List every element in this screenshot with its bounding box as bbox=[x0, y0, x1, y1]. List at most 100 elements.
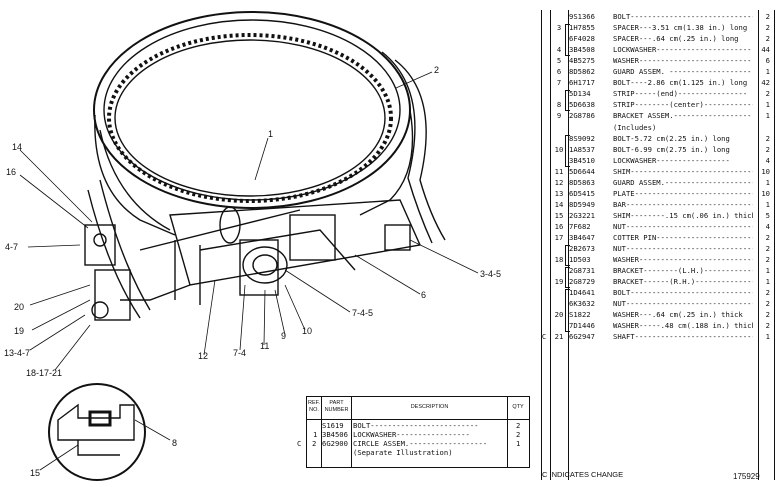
parts-list-description: BOLT--------------------------------- bbox=[613, 12, 753, 21]
parts-list-description: BRACKET--------(L.H.)-------------- bbox=[613, 266, 753, 276]
parts-list-description: LOCKWASHER---------------------- bbox=[613, 45, 752, 55]
change-indicator-note: C INDICATES CHANGE bbox=[542, 470, 624, 479]
parts-list-qty: 2 bbox=[765, 133, 770, 143]
group-bracket bbox=[565, 134, 570, 167]
parts-list-part-number: 1D503 bbox=[569, 255, 591, 265]
parts-list-ref-no: 12 bbox=[554, 177, 564, 187]
parts-list-qty: 2 bbox=[765, 23, 770, 33]
parts-list-description: WASHER---.64 cm(.25 in.) thick bbox=[613, 310, 743, 320]
parts-list-description: STRIP-----(end)---------------- bbox=[613, 89, 748, 99]
callout-13-4-7: 13-4-7 bbox=[4, 348, 30, 358]
callout-3-4-5: 3-4-5 bbox=[480, 269, 501, 279]
parts-list-description: GUARD ASSEM.--------------------- bbox=[613, 177, 753, 187]
subtable-header-qty: QTY bbox=[512, 404, 524, 410]
parts-list-ref-no: 17 bbox=[554, 233, 564, 242]
parts-list-change-flag: C bbox=[541, 332, 547, 342]
parts-list-ref-no: 14 bbox=[554, 199, 564, 209]
parts-list-qty: 2 bbox=[765, 244, 770, 254]
parts-list-description: BAR---------------------------------- bbox=[613, 199, 753, 209]
parts-list-part-number: S1822 bbox=[569, 310, 591, 320]
parts-list-ref-no: 15 bbox=[554, 210, 564, 220]
callout-2: 2 bbox=[434, 65, 439, 75]
parts-list-description: SHIM------------------------------- bbox=[613, 166, 753, 176]
parts-list-part-number: 6G2947 bbox=[569, 332, 595, 342]
parts-list-qty: 2 bbox=[765, 299, 770, 309]
parts-list-qty: 1 bbox=[765, 111, 770, 121]
parts-list-part-number: 4B5275 bbox=[569, 56, 595, 66]
group-bracket bbox=[565, 24, 570, 57]
callout-8: 8 bbox=[172, 438, 177, 448]
parts-list-qty: 1 bbox=[765, 266, 770, 276]
callout-9: 9 bbox=[281, 331, 286, 341]
parts-list-part-number: 6K3632 bbox=[569, 299, 595, 309]
parts-list-description: BOLT----2.86 cm(1.125 in.) long bbox=[613, 78, 748, 88]
subtable-row: 1 3B4506 LOCKWASHER----------------- 2 bbox=[313, 430, 521, 439]
parts-list-description: SHAFT------------------------------- bbox=[613, 332, 753, 342]
parts-list-part-number: 7F682 bbox=[569, 221, 591, 231]
parts-list-qty: 1 bbox=[765, 277, 770, 287]
callout-6: 6 bbox=[421, 290, 426, 300]
parts-list-description: LOCKWASHER----------------- bbox=[613, 155, 730, 165]
parts-list-row: (Includes) bbox=[542, 123, 774, 133]
parts-list-description: BOLT-6.99 cm(2.75 in.) long bbox=[613, 144, 730, 154]
figure-number: 175929 bbox=[733, 472, 760, 481]
parts-list-row: 2B2673NUT-------------------------------… bbox=[542, 244, 774, 254]
parts-list-ref-no: 10 bbox=[554, 144, 564, 154]
subtable-header: REF. NO. PART NUMBER DESCRIPTION QTY bbox=[307, 397, 529, 420]
callout-12: 12 bbox=[198, 351, 208, 361]
subtable-row: C 2 6G2900 CIRCLE ASSEM.----------------… bbox=[297, 439, 521, 448]
parts-list-ref-no: 16 bbox=[554, 221, 564, 231]
parts-list-qty: 2 bbox=[765, 321, 770, 331]
group-bracket bbox=[565, 267, 570, 289]
reference-subtable: REF. NO. PART NUMBER DESCRIPTION QTY S16… bbox=[297, 396, 530, 468]
parts-list-description: BOLT-5.72 cm(2.25 in.) long bbox=[613, 133, 730, 143]
parts-list-description: NUT----------------------------------- bbox=[613, 244, 753, 254]
parts-list-qty: 10 bbox=[761, 166, 770, 176]
parts-list-description: SPACER---3.51 cm(1.38 in.) long bbox=[613, 23, 748, 33]
callout-14: 14 bbox=[12, 142, 22, 152]
parts-list-ref-no: 3 bbox=[556, 23, 562, 33]
parts-list-part-number: 6H1717 bbox=[569, 78, 595, 88]
subtable-row: S1619 BOLT------------------------- 2 bbox=[322, 421, 521, 430]
parts-list-part-number: 3B4508 bbox=[569, 45, 595, 55]
parts-list-qty: 1 bbox=[765, 100, 770, 110]
callout-19: 19 bbox=[14, 326, 24, 336]
parts-list-qty: 1 bbox=[765, 199, 770, 209]
parts-list-description: BOLT---------------------------------- bbox=[613, 288, 753, 298]
parts-list-part-number: 3B4510 bbox=[569, 155, 595, 165]
parts-list-ref-no: 6 bbox=[556, 67, 562, 77]
subtable-row: (Separate Illustration) bbox=[353, 448, 453, 457]
group-bracket bbox=[565, 289, 570, 333]
callout-15: 15 bbox=[30, 468, 40, 478]
parts-list-qty: 2 bbox=[765, 310, 770, 320]
parts-list-ref-no: 13 bbox=[554, 188, 564, 198]
parts-list-description: WASHER-----.48 cm(.188 in.) thick bbox=[613, 321, 753, 331]
parts-list-part-number: 6D5415 bbox=[569, 188, 595, 198]
parts-list-description: SHIM--------.15 cm(.06 in.) thick bbox=[613, 210, 753, 220]
group-bracket bbox=[565, 245, 570, 267]
parts-list-part-number: 6F4028 bbox=[569, 34, 595, 44]
parts-list-qty: 4 bbox=[765, 155, 770, 165]
parts-list-description: (Includes) bbox=[613, 122, 657, 132]
parts-list-ref-no: 8 bbox=[556, 100, 562, 110]
parts-list-part-number: 9S1366 bbox=[569, 12, 595, 21]
parts-list-part-number: 2G8729 bbox=[569, 277, 595, 287]
parts-list-description: BRACKET------(R.H.)--------------- bbox=[613, 277, 753, 287]
parts-list-row: 181D503WASHER---------------------------… bbox=[542, 255, 774, 265]
parts-list-ref-no: 7 bbox=[556, 78, 562, 88]
callout-16: 16 bbox=[6, 167, 16, 177]
parts-list-description: NUT----------------------------------- bbox=[613, 299, 753, 309]
